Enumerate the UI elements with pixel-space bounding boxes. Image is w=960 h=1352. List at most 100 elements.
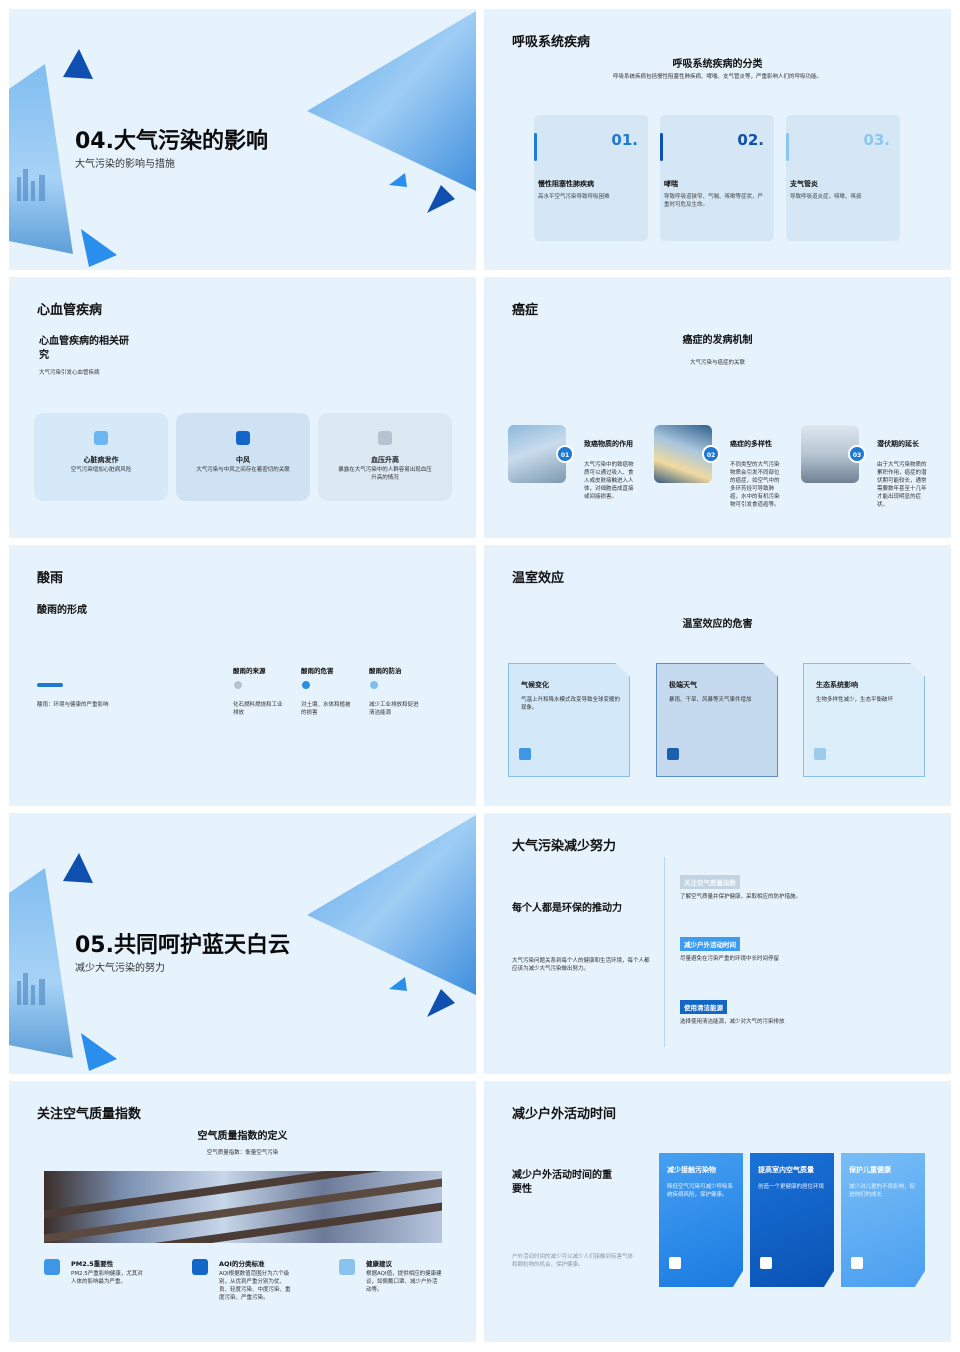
card-desc: 导致呼吸道狭窄、气喘、咳嗽等症状，严重时可危及生命。 (664, 194, 764, 208)
effort-tag: 减少户外活动时间 (680, 937, 740, 951)
cover-decoration (9, 815, 476, 1071)
pressure-icon (378, 431, 392, 445)
card-title: 气候变化 (521, 681, 549, 689)
card-desc: 创造一个更健康的居住环境 (758, 1184, 825, 1190)
section-desc: 大气污染与癌症的关联 (689, 360, 745, 366)
card-desc: 空气污染增加心脏病风险 (70, 467, 132, 473)
effort-tag: 使用清洁能源 (680, 1000, 727, 1014)
slide-title: 酸雨 (37, 571, 64, 586)
card-title: 中风 (236, 456, 250, 464)
mask-icon (339, 1259, 355, 1275)
status-dot (234, 681, 242, 689)
hierarchy-icon (667, 748, 679, 760)
card-desc: 降低空气污染可减少呼吸系统疾病风险，保护健康。 (667, 1184, 734, 1198)
slide-acid-rain[interactable]: 酸雨 酸雨的形成 酸雨：环境与健康的严重影响 酸雨的来源 化石燃料燃烧和工业排放… (9, 545, 476, 806)
item-title: 健康建议 (366, 1260, 392, 1268)
slide-title: 温室效应 (512, 571, 565, 586)
item-title: 潜伏期的延长 (877, 440, 919, 448)
status-dot (370, 681, 378, 689)
section-desc: 大气污染引发心血管疾病 (39, 370, 100, 376)
item-desc: 不同类型的大气污染物质会引发不同部位的癌症，如空气中的多环芳烃可导致肺癌，水中的… (730, 462, 780, 508)
image-icon (814, 748, 826, 760)
number-badge: 02 (702, 445, 720, 463)
cover-title: 04.大气污染的影响 (75, 129, 268, 154)
cardio-card: 心脏病发作 空气污染增加心脏病风险 (34, 413, 168, 501)
effort-desc: 尽量避免在污染严重的环境中长时间停留 (680, 956, 780, 962)
section-desc: 酸雨：环境与健康的严重影响 (37, 702, 109, 708)
col-desc: 对土壤、水体和植被的损害 (301, 702, 351, 716)
slide-cover-05[interactable]: 05.共同呵护蓝天白云 减少大气污染的努力 (9, 813, 476, 1074)
cover-subtitle: 大气污染的影响与措施 (75, 159, 175, 170)
item-desc: 根据AQI值，提供相应的健康建议，如佩戴口罩、减少户外活动等。 (366, 1271, 442, 1293)
section-heading: 呼吸系统疾病的分类 (672, 59, 763, 70)
slide-title: 减少户外活动时间 (512, 1107, 617, 1122)
cover-decoration (9, 11, 476, 267)
card-title: 哮喘 (664, 180, 678, 188)
item-desc: PM2.5严重影响健康，尤其对人体的影响最为严重。 (71, 1271, 143, 1285)
item-title: 癌症的多样性 (730, 440, 772, 448)
section-desc: 大气污染问题关系到每个人的健康和生活环境，每个人都应该为减少大气污染做出努力。 (512, 958, 650, 972)
benefit-card: 提高室内空气质量 创造一个更健康的居住环境 (750, 1153, 834, 1287)
card-title: 极端天气 (669, 681, 697, 689)
effect-card: 气候变化 气温上升和降水模式改变导致全球变暖的现象。 (508, 663, 630, 777)
slide-efforts[interactable]: 大气污染减少努力 每个人都是环保的推动力 大气污染问题关系到每个人的健康和生活环… (484, 813, 951, 1074)
image-icon (851, 1257, 863, 1269)
col-title: 酸雨的来源 (233, 667, 266, 675)
disease-card: 01. 慢性阻塞性肺疾病 高水平空气污染导致呼吸困难 (534, 115, 648, 241)
divider (664, 857, 665, 1047)
card-title: 生态系统影响 (816, 681, 858, 689)
effect-card: 生态系统影响 生物多样性减少，生态平衡破坏 (803, 663, 925, 777)
cardio-card: 血压升高 暴露在大气污染中的人群容易出现血压升高的情况 (318, 413, 452, 501)
cover-title: 05.共同呵护蓝天白云 (75, 933, 290, 958)
col-title: 酸雨的防治 (369, 667, 402, 675)
col-desc: 化石燃料燃烧和工业排放 (233, 702, 283, 716)
section-desc: 空气质量指数：衡量空气污染 (206, 1150, 279, 1156)
slide-cancer[interactable]: 癌症 癌症的发病机制 大气污染与癌症的关联 01 致癌物质的作用 大气污染中的致… (484, 277, 951, 538)
slide-respiratory[interactable]: 呼吸系统疾病 呼吸系统疾病的分类 呼吸系统疾病包括慢性阻塞性肺疾病、哮喘、支气管… (484, 9, 951, 270)
slide-title: 癌症 (512, 303, 539, 318)
slide-aqi[interactable]: 关注空气质量指数 空气质量指数的定义 空气质量指数：衡量空气污染 PM2.5重要… (9, 1081, 476, 1342)
card-desc: 生物多样性减少，生态平衡破坏 (816, 697, 894, 703)
section-heading: 每个人都是环保的推动力 (512, 903, 622, 914)
disease-card: 02. 哮喘 导致呼吸道狭窄、气喘、咳嗽等症状，严重时可危及生命。 (660, 115, 774, 241)
slide-title: 大气污染减少努力 (512, 839, 617, 854)
document-icon (519, 748, 531, 760)
item-title: 致癌物质的作用 (584, 440, 633, 448)
gauge-icon (192, 1259, 208, 1275)
effect-card: 极端天气 暴雨、干旱、风暴等天气事件增加 (656, 663, 778, 777)
item-title: PM2.5重要性 (71, 1260, 114, 1268)
accent-line (37, 683, 63, 687)
benefit-card: 减少接触污染物 降低空气污染可减少呼吸系统疾病风险，保护健康。 (659, 1153, 743, 1287)
card-title: 提高室内空气质量 (758, 1166, 814, 1174)
slide-cardiovascular[interactable]: 心血管疾病 心血管疾病的相关研究 大气污染引发心血管疾病 心脏病发作 空气污染增… (9, 277, 476, 538)
slide-outdoor[interactable]: 减少户外活动时间 减少户外活动时间的重要性 户外活动时间的减少可以减少人们接触到… (484, 1081, 951, 1342)
status-dot (302, 681, 310, 689)
slide-title: 关注空气质量指数 (37, 1107, 142, 1122)
brain-icon (236, 431, 250, 445)
card-accent-bar (786, 133, 789, 161)
card-accent-bar (534, 133, 537, 161)
slide-title: 心血管疾病 (37, 303, 103, 318)
card-number: 01. (611, 131, 638, 149)
card-title: 慢性阻塞性肺疾病 (538, 180, 594, 188)
cover-subtitle: 减少大气污染的努力 (75, 963, 165, 974)
building-banner-image (44, 1171, 442, 1243)
card-desc: 大气污染与中风之间存在着密切的关联 (196, 467, 290, 473)
card-desc: 暴露在大气污染中的人群容易出现血压升高的情况 (338, 467, 432, 481)
card-title: 血压升高 (371, 456, 399, 464)
hierarchy-icon (760, 1257, 772, 1269)
card-title: 支气管炎 (790, 180, 818, 188)
col-title: 酸雨的危害 (301, 667, 334, 675)
slide-cover-04[interactable]: 04.大气污染的影响 大气污染的影响与措施 (9, 9, 476, 270)
slide-greenhouse[interactable]: 温室效应 温室效应的危害 气候变化 气温上升和降水模式改变导致全球变暖的现象。 … (484, 545, 951, 806)
chart-icon (44, 1259, 60, 1275)
heart-icon (94, 431, 108, 445)
cardio-card: 中风 大气污染与中风之间存在着密切的关联 (176, 413, 310, 501)
card-desc: 气温上升和降水模式改变导致全球变暖的现象。 (521, 697, 621, 711)
effort-tag: 关注空气质量指数 (680, 875, 740, 889)
document-icon (669, 1257, 681, 1269)
item-title: AQI的分类标准 (219, 1260, 265, 1268)
item-desc: 大气污染中的致癌物质可以通过吸入、食入或皮肤接触进入人体，对细胞造成直接或间接损… (584, 462, 634, 500)
section-heading: 心血管疾病的相关研究 (39, 336, 129, 361)
card-desc: 导致呼吸道炎症，咳嗽、咳痰 (790, 194, 862, 200)
